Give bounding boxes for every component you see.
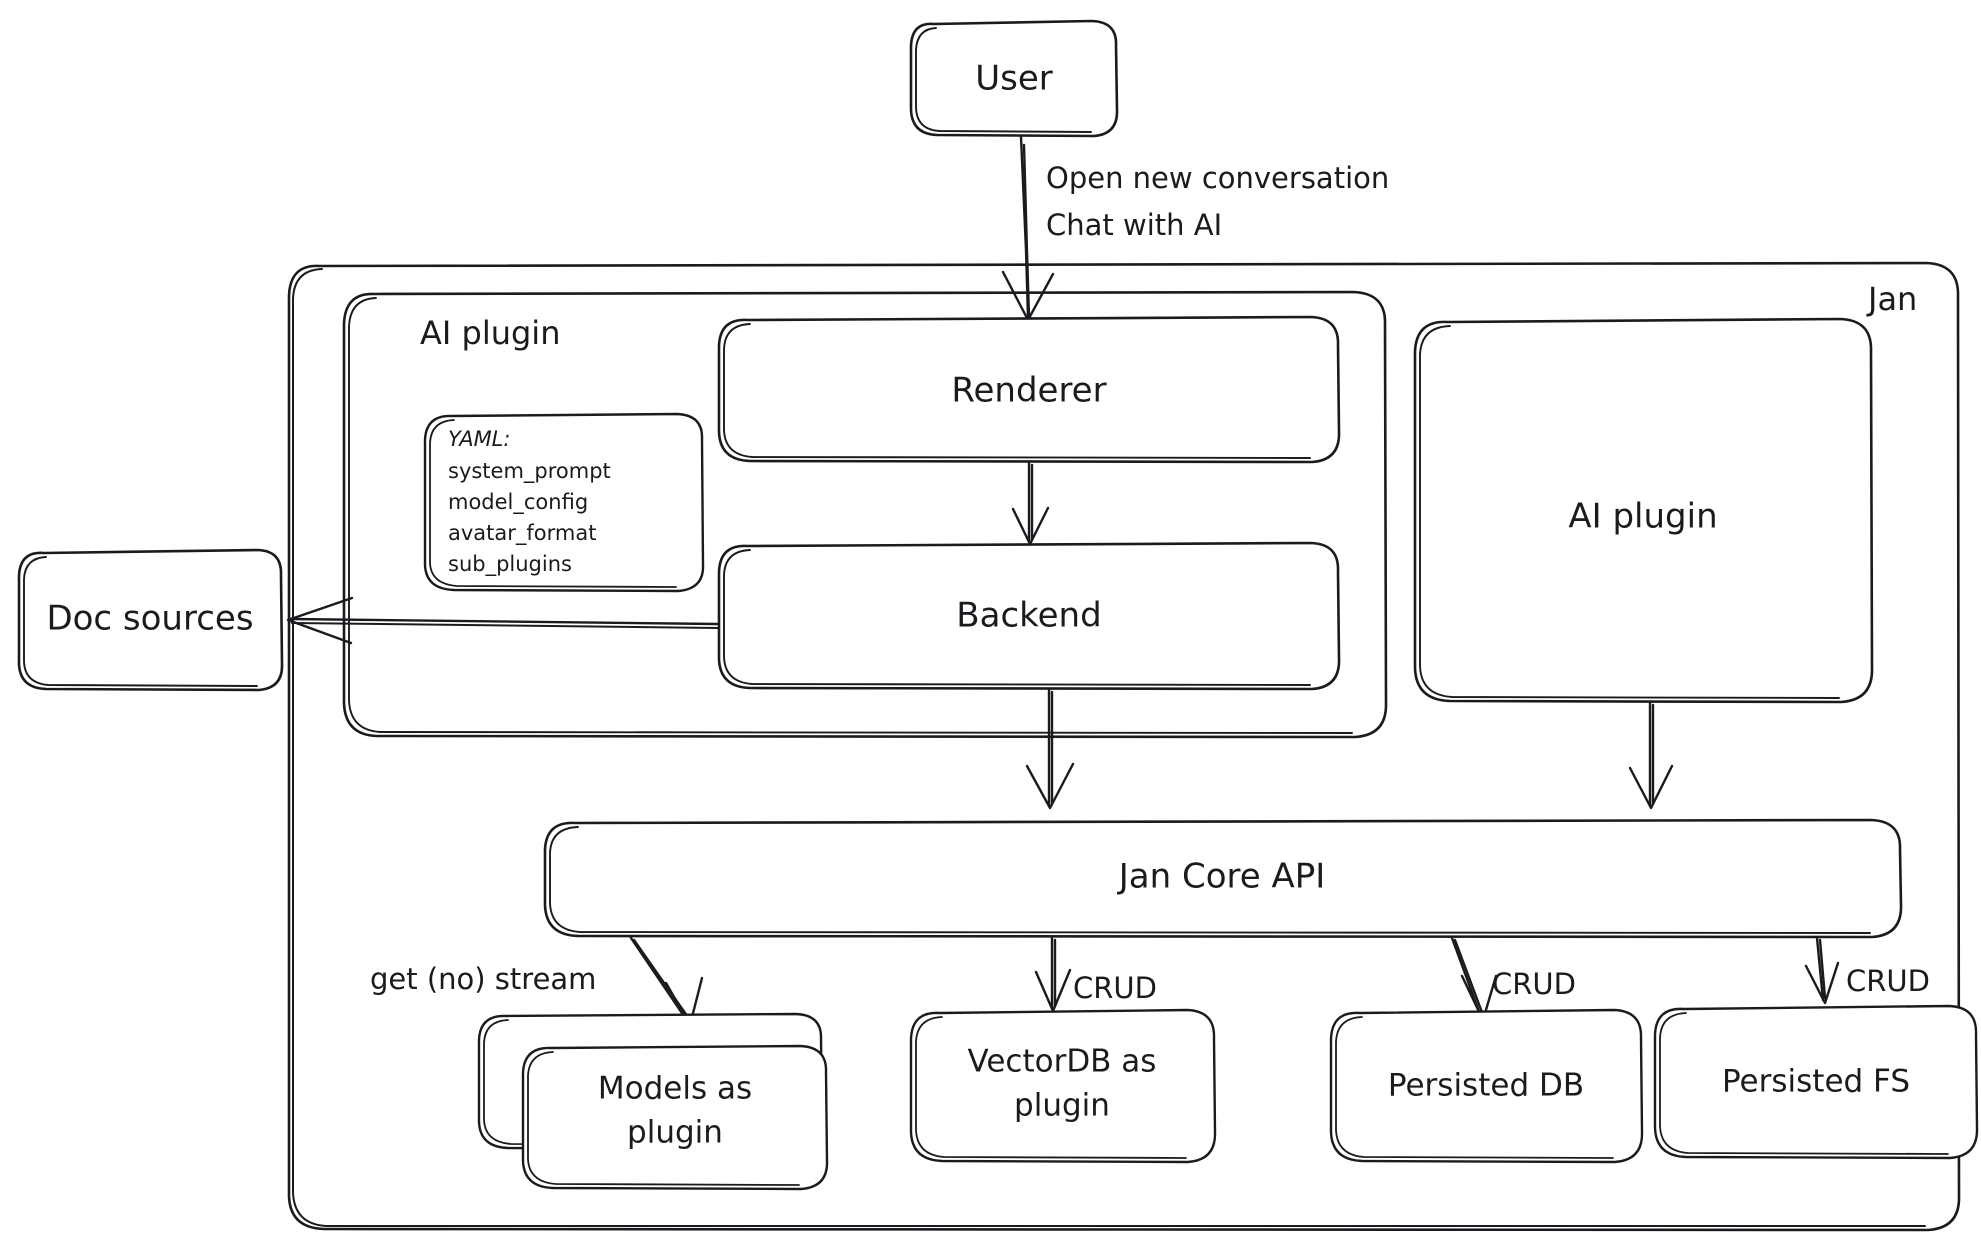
vectordb-plugin-node-label-2: plugin bbox=[1014, 1088, 1110, 1124]
yaml-card-key-0: system_prompt bbox=[448, 459, 611, 484]
yaml-card-key-1: model_config bbox=[448, 490, 588, 515]
jan-core-api-node: Jan Core API bbox=[543, 818, 1903, 939]
models-plugin-node: Models as plugin bbox=[477, 1012, 829, 1191]
edge-core-to-persisted-fs: CRUD bbox=[1804, 936, 1930, 1005]
yaml-card-title: YAML: bbox=[448, 427, 510, 451]
backend-node: Backend bbox=[717, 541, 1341, 691]
edge-core-to-vectordb-label: CRUD bbox=[1073, 971, 1157, 1005]
renderer-node-label: Renderer bbox=[951, 371, 1106, 411]
edge-ai-plugin-to-core bbox=[1628, 701, 1674, 810]
backend-node-label: Backend bbox=[956, 596, 1101, 636]
persisted-db-node-label: Persisted DB bbox=[1388, 1068, 1584, 1104]
jan-container-label: Jan bbox=[1866, 280, 1917, 318]
user-node-label: User bbox=[975, 59, 1053, 99]
edge-backend-to-core bbox=[1025, 688, 1075, 810]
models-plugin-node-label-1: Models as bbox=[598, 1071, 752, 1107]
ai-plugin-node: AI plugin bbox=[1413, 317, 1874, 704]
user-node: User bbox=[909, 19, 1119, 138]
edge-core-to-models: get (no) stream bbox=[370, 936, 704, 1027]
vectordb-plugin-node: VectorDB as plugin bbox=[909, 1008, 1217, 1164]
edge-user-to-renderer: Open new conversation Chat with AI bbox=[1001, 135, 1389, 322]
renderer-node: Renderer bbox=[717, 315, 1341, 464]
edge-core-to-persisted-fs-label: CRUD bbox=[1846, 964, 1930, 998]
edge-core-to-vectordb: CRUD bbox=[1034, 936, 1157, 1013]
jan-core-api-node-label: Jan Core API bbox=[1117, 857, 1326, 897]
persisted-db-node: Persisted DB bbox=[1329, 1008, 1644, 1164]
vectordb-plugin-node-label-1: VectorDB as bbox=[968, 1044, 1157, 1080]
edge-core-to-persisted-db-label: CRUD bbox=[1492, 967, 1576, 1001]
edge-core-to-models-label: get (no) stream bbox=[370, 962, 596, 996]
persisted-fs-node-label: Persisted FS bbox=[1722, 1064, 1910, 1100]
models-plugin-node-label-2: plugin bbox=[627, 1115, 723, 1151]
doc-sources-node-label: Doc sources bbox=[46, 599, 253, 639]
edge-user-to-renderer-label-2: Chat with AI bbox=[1046, 208, 1222, 242]
persisted-fs-node: Persisted FS bbox=[1653, 1004, 1979, 1160]
yaml-card: YAML: system_prompt model_config avatar_… bbox=[423, 412, 705, 593]
yaml-card-key-3: sub_plugins bbox=[448, 552, 572, 577]
ai-plugin-group-label: AI plugin bbox=[420, 314, 560, 352]
yaml-card-key-2: avatar_format bbox=[448, 521, 596, 546]
doc-sources-node: Doc sources bbox=[17, 548, 284, 692]
ai-plugin-node-label: AI plugin bbox=[1568, 497, 1717, 537]
edge-core-to-persisted-db: CRUD bbox=[1450, 936, 1576, 1022]
edge-user-to-renderer-label-1: Open new conversation bbox=[1046, 161, 1389, 195]
edge-backend-to-doc-sources bbox=[286, 596, 720, 645]
